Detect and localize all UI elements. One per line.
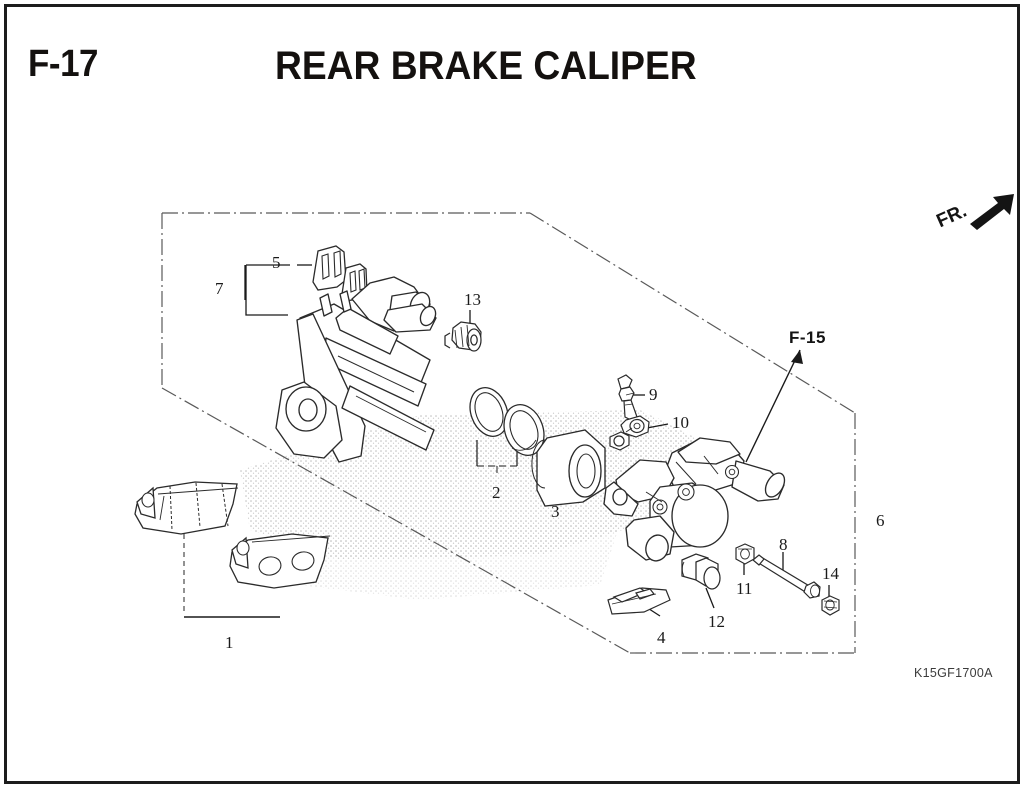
part-9-bleeder-valve [617, 374, 638, 421]
callout-leader-5 [245, 264, 312, 316]
callout-label-11: 11 [736, 579, 753, 598]
part-2-piston-seal-set [469, 387, 545, 456]
callout-label-6: 6 [876, 511, 885, 530]
callout-leader-12 [705, 587, 715, 609]
part-6-caliper-body [603, 437, 786, 562]
page-code: F-17 [28, 43, 99, 85]
callout-label-10: 10 [672, 413, 689, 432]
drawing-number: K15GF1700A [914, 666, 993, 680]
part-13-bracket-bolt [444, 321, 482, 352]
callout-leader-2 [477, 465, 517, 474]
part-14-pin-cap [821, 595, 840, 616]
callout-label-9: 9 [649, 385, 658, 404]
part-1-brake-pad-upper [134, 481, 239, 535]
part-4-pad-spring [607, 587, 671, 615]
callout-label-13: 13 [464, 290, 481, 309]
callout-label-14: 14 [822, 564, 839, 583]
group-boundary-dashdot [161, 212, 856, 654]
part-3-caliper-piston [531, 429, 606, 507]
part-12-slide-pin-boot [681, 553, 721, 590]
callout-label-5: 5 [272, 253, 281, 272]
callout-label-2: 2 [492, 483, 501, 502]
cross-reference-f15[interactable]: F-15 [789, 328, 826, 347]
callout-label-3: 3 [551, 502, 560, 521]
callout-leader-10 [646, 423, 669, 429]
part-10-bleeder-cap [609, 415, 650, 451]
callout-label-1: 1 [225, 633, 234, 652]
part-1-brake-pad-lower [229, 533, 331, 589]
callout-label-8: 8 [779, 535, 788, 554]
callout-label-12: 12 [708, 612, 725, 631]
part-8-slide-pin-bolt [752, 554, 821, 599]
callout-label-7: 7 [215, 279, 224, 298]
arrow-up-right-icon [970, 194, 1014, 230]
callout-label-4: 4 [657, 628, 666, 647]
part-7-caliper-bracket [275, 276, 437, 463]
part-11-pin-nut [735, 543, 755, 565]
f15-leader-arrow [745, 349, 801, 463]
page-title: REAR BRAKE CALIPER [275, 44, 697, 88]
f15-arrowhead [791, 350, 803, 364]
